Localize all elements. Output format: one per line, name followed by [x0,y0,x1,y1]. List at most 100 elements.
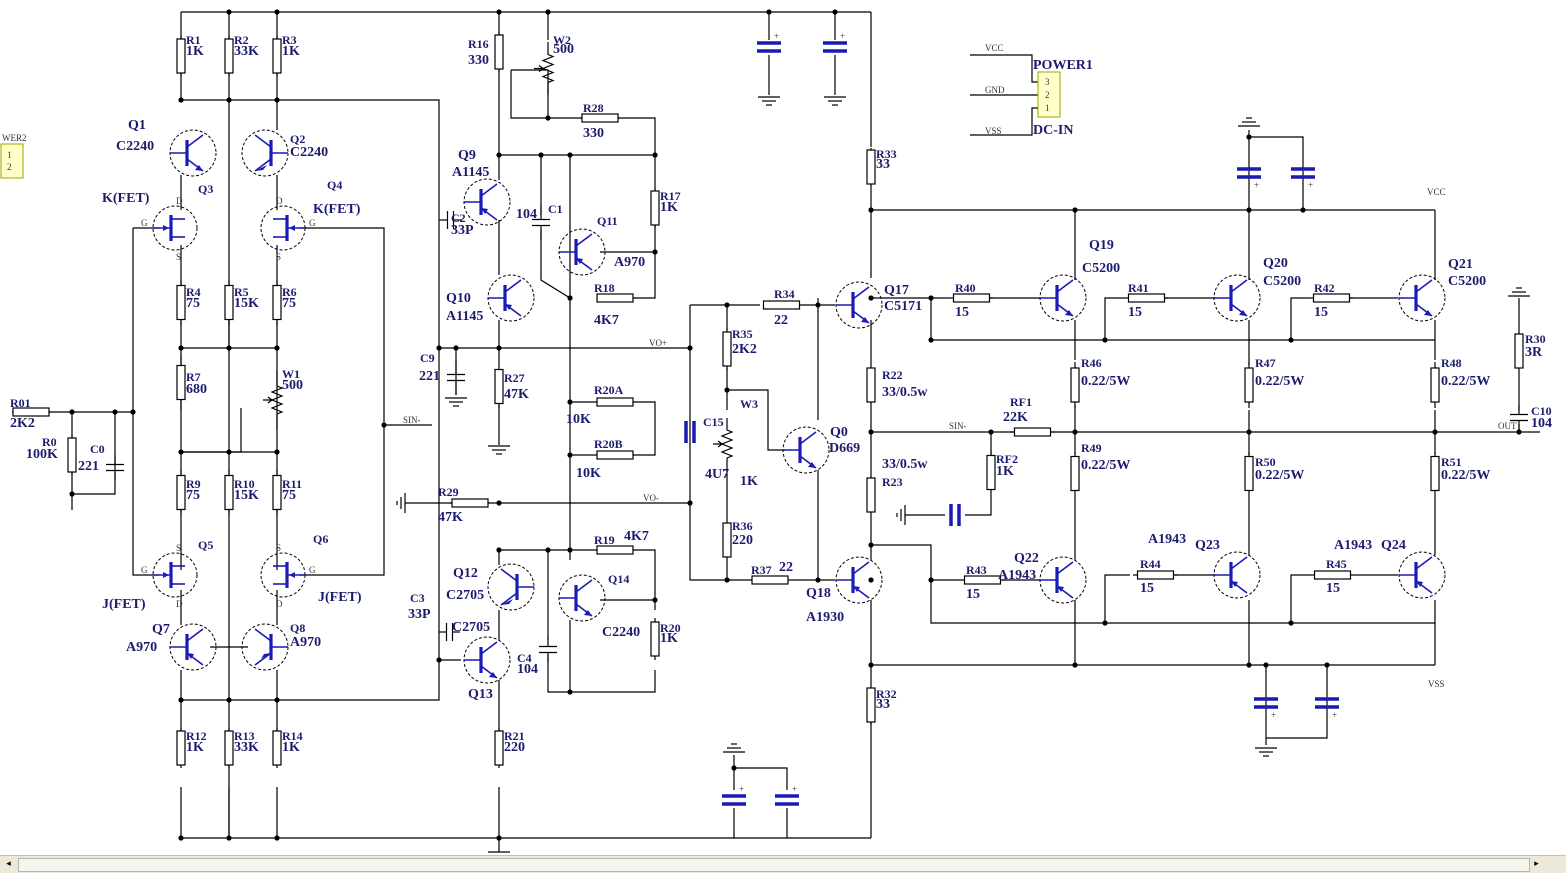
r51-resistor[interactable] [1430,452,1440,495]
r20-resistor[interactable] [650,618,660,660]
r45-resistor[interactable] [1310,570,1355,580]
c15-capacitor-symbol[interactable] [684,421,696,443]
r6-resistor[interactable] [272,280,282,325]
r30-resistor[interactable] [1514,330,1524,372]
r20b-resistor[interactable] [596,450,634,460]
scroll-thumb[interactable] [18,858,1530,872]
r40-resistor[interactable] [950,293,993,303]
supply-cap-top-1[interactable]: + [757,31,781,53]
q12-transistor[interactable] [487,563,535,611]
r1-value-label: 1K [186,44,204,59]
r01-resistor[interactable] [12,407,50,417]
q8-transistor[interactable] [241,623,289,671]
r48-resistor[interactable] [1430,362,1440,408]
feedback-capacitor[interactable] [949,504,961,526]
r28-resistor[interactable] [580,113,620,123]
r7-resistor[interactable] [176,355,186,410]
r50-resistor[interactable] [1244,452,1254,495]
r1-resistor[interactable] [176,36,186,76]
q9-transistor[interactable] [463,178,511,226]
rf1-resistor[interactable] [1010,427,1055,437]
q1-transistor[interactable] [169,129,217,177]
r20a-resistor[interactable] [596,397,634,407]
horizontal-scrollbar[interactable]: ◂ ▸ [0,855,1566,873]
q22-transistor[interactable] [1039,556,1087,604]
r49-resistor[interactable] [1070,452,1080,495]
r47-resistor[interactable] [1244,362,1254,408]
r16-resistor[interactable] [494,32,504,72]
r14-resistor[interactable] [272,728,282,768]
c3-capacitor[interactable] [439,623,460,641]
r9-resistor[interactable] [176,470,186,515]
q20-transistor[interactable] [1213,274,1261,322]
q23-transistor[interactable] [1213,551,1261,599]
r12-resistor[interactable] [176,728,186,768]
q18-transistor[interactable] [835,556,883,604]
r2-resistor[interactable] [224,36,234,76]
q5-fet[interactable] [152,552,198,598]
c2-capacitor[interactable] [439,211,462,229]
w1-trimmer[interactable] [263,370,284,430]
r17-resistor[interactable] [650,188,660,228]
q2-transistor[interactable] [241,129,289,177]
c4-capacitor[interactable] [539,637,557,662]
scroll-left-arrow-icon[interactable]: ◂ [6,859,11,869]
q4-fet[interactable] [260,205,306,251]
scroll-right-arrow-icon[interactable]: ▸ [1534,859,1539,869]
output-cap-top-2[interactable]: + [1291,167,1315,190]
q11-transistor[interactable] [558,228,606,276]
r10-resistor[interactable] [224,470,234,515]
c9-capacitor[interactable] [447,360,465,395]
r34-resistor[interactable] [762,300,801,310]
supply-cap-top-2[interactable]: + [823,31,847,53]
q13-transistor[interactable] [463,636,511,684]
r37-resistor[interactable] [750,575,790,585]
r4-resistor[interactable] [176,280,186,325]
r29-resistor[interactable] [450,498,490,508]
output-cap-bottom-2[interactable]: + [1315,697,1339,720]
r43-resistor[interactable] [960,575,1005,585]
r3-resistor[interactable] [272,36,282,76]
q3-fet[interactable] [152,205,198,251]
q6-fet[interactable] [260,552,306,598]
r44-resistor[interactable] [1133,570,1178,580]
q21-transistor[interactable] [1398,274,1446,322]
q7-transistor[interactable] [169,623,217,671]
rf2-resistor[interactable] [986,450,996,495]
r5-resistor[interactable] [224,280,234,325]
r18-resistor[interactable] [596,293,634,303]
q24-transistor[interactable] [1398,551,1446,599]
supply-cap-bottom-2[interactable]: + [775,784,799,806]
r27-resistor[interactable] [494,365,504,408]
q10-transistor[interactable] [487,274,535,322]
power1-connector[interactable] [1037,71,1061,118]
r29-value-label: 47K [438,510,463,525]
supply-cap-bottom-1[interactable]: + [722,784,746,806]
output-cap-bottom-1[interactable]: + [1254,697,1278,720]
r35-resistor[interactable] [722,328,732,370]
q14-transistor[interactable] [558,574,606,622]
r42-resistor[interactable] [1310,293,1353,303]
r32-resistor[interactable] [866,685,876,725]
power2-connector[interactable] [0,143,24,179]
r0-resistor[interactable] [67,435,77,475]
c10-capacitor[interactable] [1510,405,1528,430]
r21-resistor[interactable] [494,728,504,768]
r41-resistor[interactable] [1125,293,1168,303]
output-cap-top-1[interactable]: + [1237,167,1261,190]
r33-resistor[interactable] [866,148,876,186]
w2-trimmer[interactable] [534,42,555,95]
r36-resistor[interactable] [722,520,732,560]
q17-transistor[interactable] [835,281,883,329]
r13-resistor[interactable] [224,728,234,768]
c0-capacitor[interactable] [106,455,124,480]
r22-resistor[interactable] [866,365,876,405]
r46-resistor[interactable] [1070,362,1080,408]
q19-transistor[interactable] [1039,274,1087,322]
r19-resistor[interactable] [596,545,634,555]
c1-capacitor[interactable] [532,205,550,240]
r11-resistor[interactable] [272,470,282,515]
r23-resistor[interactable] [866,470,876,520]
q0-transistor[interactable] [782,426,830,474]
w3-trimmer[interactable] [713,418,734,470]
